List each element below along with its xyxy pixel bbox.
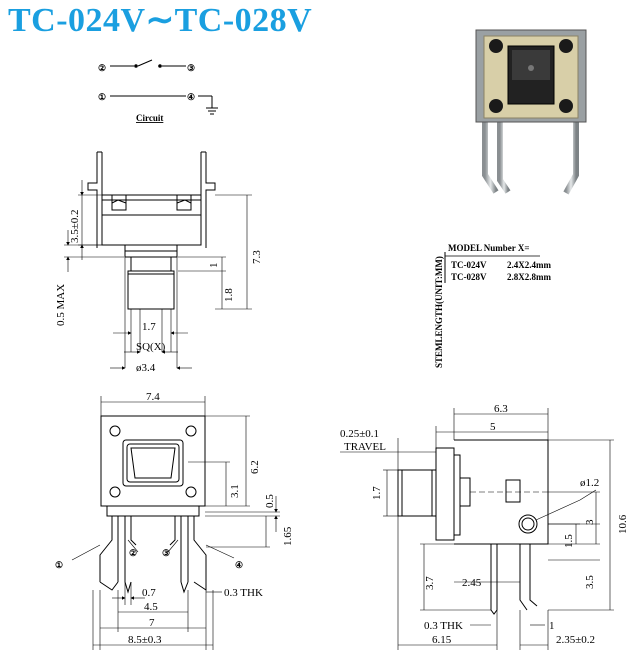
circuit-diagram: ② ③ ① ④ Circuit xyxy=(98,59,218,123)
front-view xyxy=(71,396,280,650)
dim-3-5-right: 3.5 xyxy=(584,575,596,589)
model-row-2-value: 2.8X2.8mm xyxy=(507,272,551,282)
dim-8-5: 8.5±0.3 xyxy=(128,634,162,646)
model-table: STEMLENGTH(UNIT:MM) MODEL Number X= TC-0… xyxy=(434,243,551,368)
front-pin-4: ④ xyxy=(235,560,243,570)
dim-0-5-max: 0.5 MAX xyxy=(55,284,67,326)
dim-travel-value: 0.25±0.1 xyxy=(340,428,379,440)
front-view-dims: 7.4 6.2 3.1 0.5 1.65 0.7 0.3 THK 4.5 7 8… xyxy=(55,391,294,646)
dim-6-2: 6.2 xyxy=(249,460,261,474)
dim-2-45: 2.45 xyxy=(462,577,482,589)
dim-7-4: 7.4 xyxy=(146,391,160,403)
model-number-header: MODEL Number X= xyxy=(448,243,529,253)
front-pin-3: ③ xyxy=(162,548,170,558)
circuit-pin-4: ④ xyxy=(187,92,195,102)
dim-7: 7 xyxy=(149,617,155,629)
dim-travel-label: TRAVEL xyxy=(344,441,386,453)
side-view-dims: 3.5±0.2 7.3 0.5 MAX 1 1.8 1.7 SQ(X) ø3.4 xyxy=(55,209,263,374)
dim-phi-1-2: ø1.2 xyxy=(580,477,599,489)
front-pin-2: ② xyxy=(129,548,137,558)
dim-1-8: 1.8 xyxy=(223,288,235,302)
model-row-1-name: TC-024V xyxy=(451,260,487,270)
page-title: TC-024V∼TC-028V xyxy=(8,2,313,39)
dim-4-5: 4.5 xyxy=(144,601,158,613)
dim-0-5: 0.5 xyxy=(264,494,276,508)
front-pin-1: ① xyxy=(55,560,63,570)
circuit-pin-2: ② xyxy=(98,63,106,73)
dim-phi-3-4: ø3.4 xyxy=(136,362,156,374)
dim-7-3: 7.3 xyxy=(251,250,263,264)
dim-10-6: 10.6 xyxy=(617,514,629,534)
dim-2-35: 2.35±0.2 xyxy=(556,634,595,646)
circuit-pin-3: ③ xyxy=(187,63,195,73)
dim-3-7: 3.7 xyxy=(424,576,436,590)
dim-1-65: 1.65 xyxy=(282,526,294,546)
dim-3-1: 3.1 xyxy=(229,484,241,498)
side-view xyxy=(64,151,252,370)
switch-photo xyxy=(475,29,587,195)
stem-length-label: STEMLENGTH(UNIT:MM) xyxy=(434,256,444,368)
dim-6-15: 6.15 xyxy=(432,634,452,646)
dim-0-3-thk: 0.3 THK xyxy=(224,587,263,599)
dim-1-7: 1.7 xyxy=(142,321,156,333)
dim-1-right: 1 xyxy=(549,620,555,632)
dim-1-5: 1.5 xyxy=(563,534,575,548)
right-view-dims: 0.25±0.1 TRAVEL 6.3 5 1.7 ø1.2 1.5 3 10.… xyxy=(340,403,629,646)
dim-1-7-right: 1.7 xyxy=(371,486,383,500)
dim-0-3-thk-right: 0.3 THK xyxy=(424,620,463,632)
dim-5: 5 xyxy=(490,421,496,433)
circuit-pin-1: ① xyxy=(98,92,106,102)
dim-1: 1 xyxy=(208,263,220,269)
right-view xyxy=(340,408,614,650)
dim-0-7: 0.7 xyxy=(142,587,156,599)
dim-6-3: 6.3 xyxy=(494,403,508,415)
dim-sq-x: SQ(X) xyxy=(136,341,166,353)
dim-3-5: 3.5±0.2 xyxy=(69,209,81,243)
model-row-1-value: 2.4X2.4mm xyxy=(507,260,551,270)
dim-3: 3 xyxy=(584,519,596,525)
circuit-label: Circuit xyxy=(136,113,163,123)
model-row-2-name: TC-028V xyxy=(451,272,487,282)
